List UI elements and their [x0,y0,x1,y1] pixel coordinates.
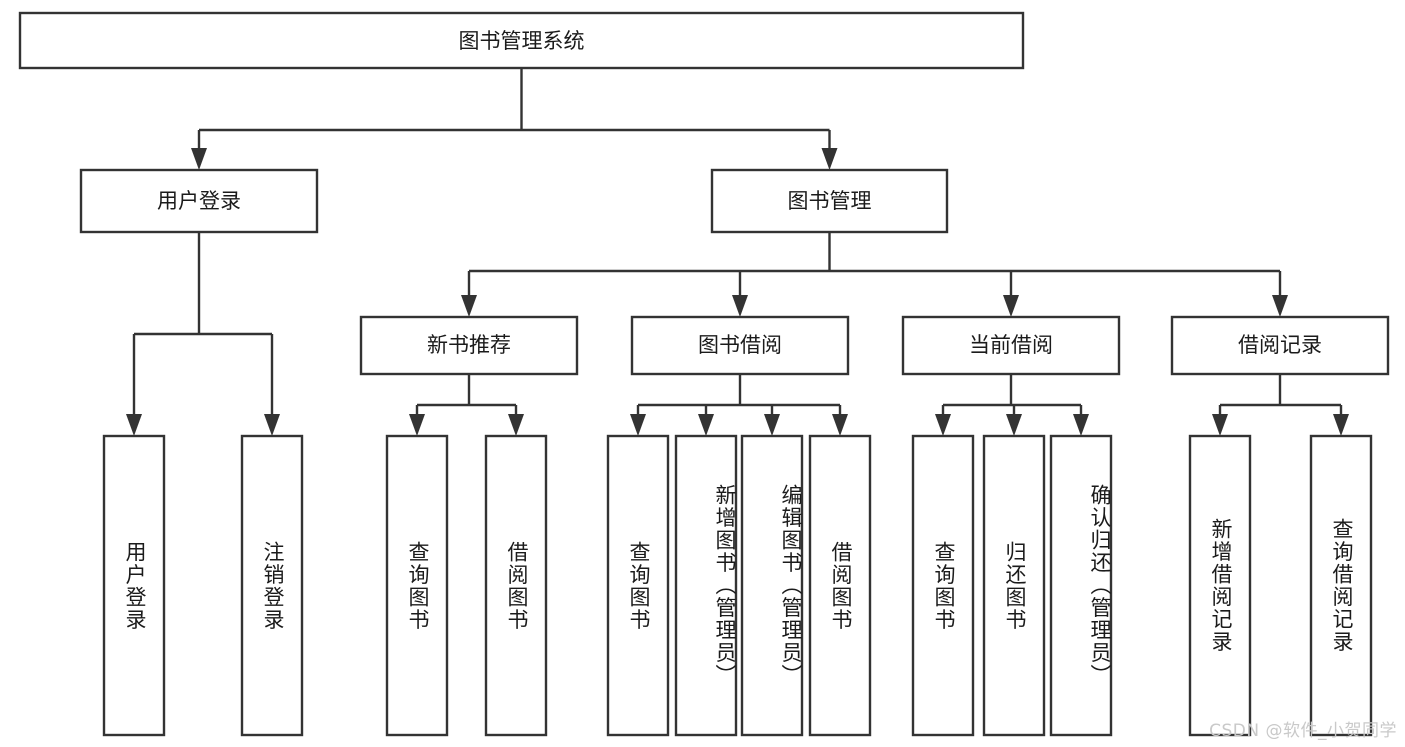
node-new-book-recommend-label: 新书推荐 [427,333,511,357]
node-book-borrow-label: 图书借阅 [698,333,782,357]
arrow-recommend-to-leaf2-icon [508,414,524,436]
node-root-box[interactable] [18,11,1025,70]
leaf-add-record-box[interactable] [1188,434,1252,737]
arrow-userlogin-to-leaf1-icon [126,414,142,436]
node-current-borrow-label: 当前借阅 [969,333,1053,357]
arrow-bookborrow-to-leaf4-icon [832,414,848,436]
arrow-bookmanage-to-recommend-icon [461,295,477,317]
node-book-manage-label: 图书管理 [788,189,872,213]
node-user-login-label: 用户登录 [157,189,241,213]
node-book-borrow[interactable]: 图书借阅 [630,315,850,376]
leaf-edit-book-box[interactable] [740,434,804,737]
node-borrow-record-label: 借阅记录 [1238,333,1322,357]
arrow-currentborrow-to-leaf1-icon [935,414,951,436]
leaf-confirm-return-box[interactable] [1049,434,1113,737]
node-book-manage-box[interactable] [710,168,949,234]
csdn-watermark: CSDN @软件_小贺同学 [1209,721,1397,741]
connector-group-book-borrow [630,374,848,436]
node-root[interactable]: 图书管理系统 [18,11,1025,70]
connector-group-user-login [126,232,280,436]
node-user-login-box[interactable] [79,168,319,234]
arrow-bookborrow-to-leaf1-icon [630,414,646,436]
arrow-bookborrow-to-leaf3-icon [764,414,780,436]
arrow-root-to-user-login-icon [191,148,207,170]
node-current-borrow-box[interactable] [901,315,1121,376]
arrow-borrowrecord-to-leaf1-icon [1212,414,1228,436]
arrow-borrowrecord-to-leaf2-icon [1333,414,1349,436]
node-borrow-record[interactable]: 借阅记录 [1170,315,1390,376]
leaf-query-book-2-box[interactable] [606,434,670,737]
arrow-currentborrow-to-leaf2-icon [1006,414,1022,436]
node-user-login[interactable]: 用户登录 [79,168,319,234]
leaf-add-book-box[interactable] [674,434,738,737]
leaf-query-book-1-box[interactable] [385,434,449,737]
connector-group-recommend [409,374,524,436]
arrow-bookmanage-to-current-icon [1003,295,1019,317]
arrow-userlogin-to-leaf2-icon [264,414,280,436]
connector-group-borrow-record [1212,374,1349,436]
arrow-recommend-to-leaf1-icon [409,414,425,436]
arrow-bookborrow-to-leaf2-icon [698,414,714,436]
connector-group-current-borrow [935,374,1089,436]
leaf-boxes-group [102,434,1373,737]
connector-group-book-manage [461,232,1288,317]
leaf-user-login-box[interactable] [102,434,166,737]
leaf-borrow-book-2-box[interactable] [808,434,872,737]
arrow-currentborrow-to-leaf3-icon [1073,414,1089,436]
leaf-query-book-3-box[interactable] [911,434,975,737]
connector-group-root [191,68,838,170]
arrow-bookmanage-to-borrow-icon [732,295,748,317]
node-root-label: 图书管理系统 [459,29,585,53]
leaf-return-book-box[interactable] [982,434,1046,737]
node-book-manage[interactable]: 图书管理 [710,168,949,234]
node-new-book-recommend-box[interactable] [359,315,579,376]
leaf-query-record-box[interactable] [1309,434,1373,737]
leaf-logout-box[interactable] [240,434,304,737]
node-new-book-recommend[interactable]: 新书推荐 [359,315,579,376]
node-book-borrow-box[interactable] [630,315,850,376]
node-borrow-record-box[interactable] [1170,315,1390,376]
arrow-bookmanage-to-record-icon [1272,295,1288,317]
leaf-borrow-book-1-box[interactable] [484,434,548,737]
arrow-root-to-book-manage-icon [821,148,838,170]
node-current-borrow[interactable]: 当前借阅 [901,315,1121,376]
